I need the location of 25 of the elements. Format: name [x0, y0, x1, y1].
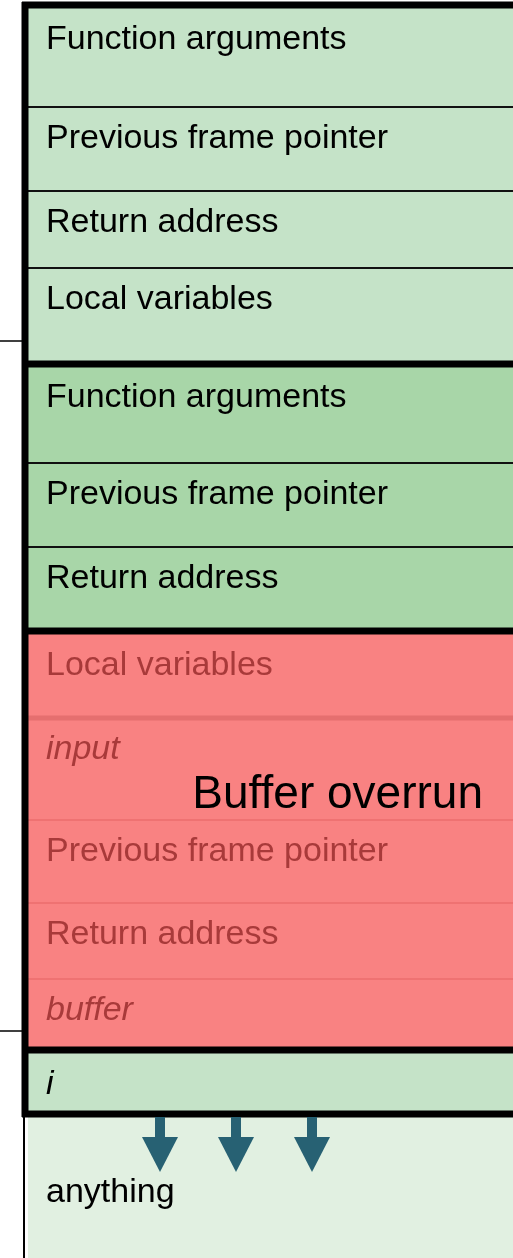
overlay-label: Buffer overrun	[192, 765, 483, 820]
cell-label: Local variables	[46, 277, 273, 318]
stack-cell	[28, 268, 513, 362]
stack-cell	[28, 547, 513, 628]
overrun-region	[28, 634, 513, 1048]
memory-region	[28, 1117, 513, 1258]
cell-label: Return address	[46, 912, 279, 953]
region-label: anything	[46, 1170, 175, 1211]
stack-cell	[28, 8, 513, 107]
cell-label: Function arguments	[46, 375, 347, 416]
stack-cell	[28, 191, 513, 268]
cell-label: i	[46, 1062, 54, 1103]
stack-cell	[28, 107, 513, 191]
cell-label: input	[46, 727, 120, 768]
cell-label: Previous frame pointer	[46, 829, 389, 870]
cell-label: Previous frame pointer	[46, 472, 389, 513]
stack-cell	[28, 1053, 513, 1112]
cell-label: Return address	[46, 200, 279, 241]
cell-label: Local variables	[46, 643, 273, 684]
stack-cell	[28, 463, 513, 547]
cell-label: Return address	[46, 556, 279, 597]
cell-label: Previous frame pointer	[46, 116, 389, 157]
stack-cell	[28, 366, 513, 463]
cell-label: Function arguments	[46, 17, 347, 58]
cell-label: buffer	[46, 988, 133, 1029]
